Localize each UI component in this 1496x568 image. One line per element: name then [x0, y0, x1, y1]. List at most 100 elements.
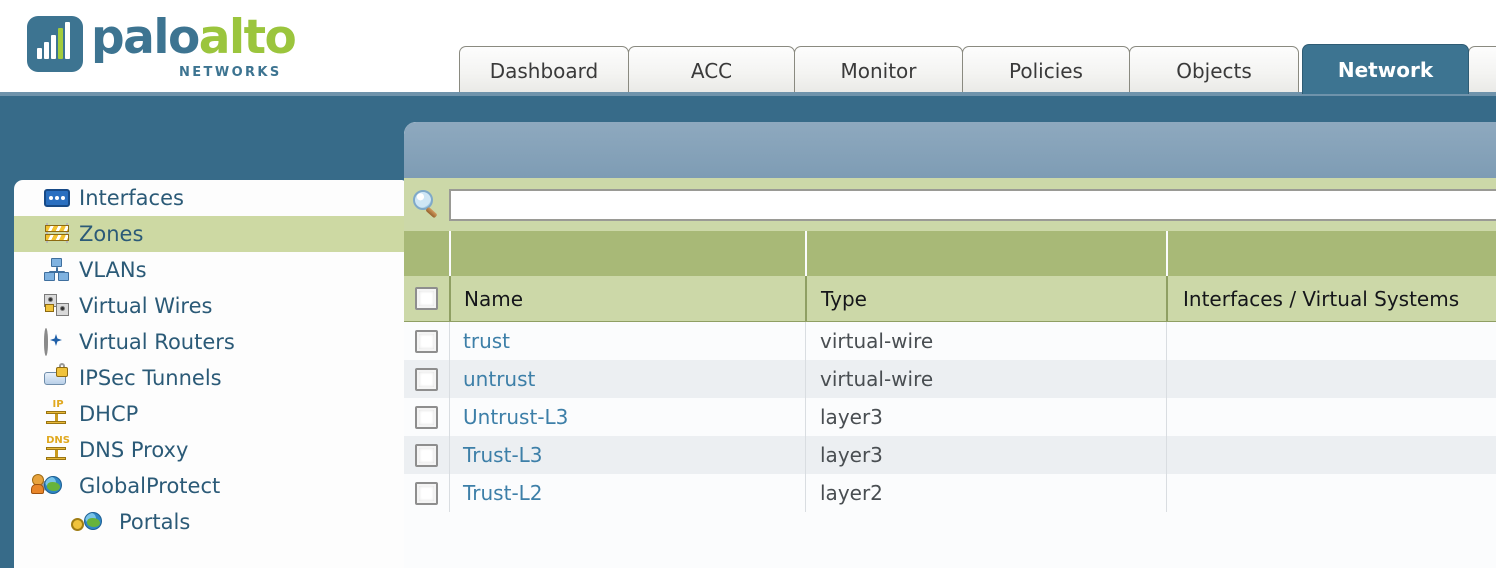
paloalto-networks-logo: paloalto NETWORKS [27, 8, 317, 84]
dhcp-icon: IP [44, 399, 70, 426]
column-header-type[interactable]: Type [805, 276, 1166, 321]
row-name-cell[interactable]: Trust-L3 [449, 436, 805, 474]
sidebar-item-label: Interfaces [79, 186, 184, 210]
row-name-cell[interactable]: Untrust-L3 [449, 398, 805, 436]
zones-table: Name Type Interfaces / Virtual Systems t… [404, 231, 1496, 568]
search-icon[interactable] [413, 189, 443, 220]
row-interfaces-cell [1166, 322, 1496, 360]
group-name-cell [449, 231, 805, 276]
search-bar [404, 178, 1496, 231]
zone-name-link[interactable]: untrust [463, 367, 536, 391]
row-type-cell: layer3 [805, 398, 1166, 436]
interfaces-icon [44, 186, 70, 210]
zone-name-link[interactable]: trust [463, 329, 511, 353]
globalprotect-icon [31, 474, 70, 498]
portals-icon [71, 510, 110, 534]
row-type-cell: virtual-wire [805, 360, 1166, 398]
row-name-cell[interactable]: untrust [449, 360, 805, 398]
table-row[interactable]: untrust virtual-wire [404, 360, 1496, 398]
sidebar-item-portals[interactable]: Portals [14, 504, 405, 540]
tab-network[interactable]: Network [1302, 44, 1469, 94]
row-interfaces-cell [1166, 360, 1496, 398]
logo-word-accent: alto [198, 10, 297, 65]
sidebar-item-label: Virtual Wires [79, 294, 213, 318]
table-row[interactable]: Trust-L3 layer3 [404, 436, 1496, 474]
sidebar-item-globalprotect[interactable]: GlobalProtect [14, 468, 405, 504]
tab-dashboard[interactable]: Dashboard [459, 46, 629, 94]
virtual-wires-icon [44, 294, 70, 318]
content-header-bar [404, 122, 1496, 178]
dns-proxy-icon: DNS [44, 435, 70, 462]
logo-mark-icon [27, 16, 83, 72]
vlans-icon [44, 258, 70, 282]
sidebar-item-label: GlobalProtect [79, 474, 221, 498]
row-check-cell[interactable] [404, 367, 449, 391]
logo-subtitle: NETWORKS [179, 65, 282, 80]
network-sidebar: Interfaces Zones VLANs Virtual Wires Vir [14, 180, 405, 568]
tab-overflow-partial[interactable] [1468, 46, 1496, 94]
row-check-cell[interactable] [404, 443, 449, 467]
app-shell: Interfaces Zones VLANs Virtual Wires Vir [0, 96, 1496, 568]
group-type-cell [805, 231, 1166, 276]
top-bar: paloalto NETWORKS Dashboard ACC Monitor … [0, 0, 1496, 96]
sidebar-item-label: IPSec Tunnels [79, 366, 222, 390]
sidebar-item-dhcp[interactable]: IP DHCP [14, 396, 405, 432]
row-checkbox[interactable] [415, 329, 438, 353]
row-checkbox[interactable] [415, 405, 438, 429]
row-check-cell[interactable] [404, 329, 449, 353]
content-panel: Name Type Interfaces / Virtual Systems t… [404, 122, 1496, 568]
sidebar-item-dns-proxy[interactable]: DNS DNS Proxy [14, 432, 405, 468]
tab-objects[interactable]: Objects [1129, 46, 1299, 94]
logo-wordmark: paloalto [91, 10, 297, 65]
sidebar-item-label: DNS Proxy [79, 438, 189, 462]
column-header-name[interactable]: Name [449, 276, 805, 321]
sidebar-item-label: VLANs [79, 258, 147, 282]
row-type-cell: layer2 [805, 474, 1166, 512]
row-type-cell: virtual-wire [805, 322, 1166, 360]
table-row[interactable]: Untrust-L3 layer3 [404, 398, 1496, 436]
row-interfaces-cell [1166, 436, 1496, 474]
sidebar-item-label: Virtual Routers [79, 330, 235, 354]
group-check-cell [404, 231, 449, 276]
row-check-cell[interactable] [404, 405, 449, 429]
dhcp-icon-tag: IP [52, 399, 64, 410]
select-all-checkbox[interactable] [415, 287, 438, 310]
row-checkbox[interactable] [415, 443, 438, 467]
zones-icon [44, 222, 70, 246]
sidebar-item-label: DHCP [79, 402, 139, 426]
column-header-interfaces[interactable]: Interfaces / Virtual Systems [1166, 276, 1496, 321]
table-row[interactable]: trust virtual-wire [404, 322, 1496, 360]
tab-acc[interactable]: ACC [628, 46, 795, 94]
sidebar-item-ipsec-tunnels[interactable]: IPSec Tunnels [14, 360, 405, 396]
search-input[interactable] [449, 188, 1496, 221]
sidebar-item-zones[interactable]: Zones [14, 216, 405, 252]
row-checkbox[interactable] [415, 481, 438, 505]
dns-icon-tag: DNS [46, 435, 70, 446]
row-checkbox[interactable] [415, 367, 438, 391]
zone-name-link[interactable]: Trust-L2 [463, 481, 543, 505]
sidebar-item-label: Portals [119, 510, 191, 534]
tab-policies[interactable]: Policies [962, 46, 1130, 94]
group-ifaces-cell [1166, 231, 1496, 276]
table-row[interactable]: Trust-L2 layer2 [404, 474, 1496, 512]
row-check-cell[interactable] [404, 481, 449, 505]
row-name-cell[interactable]: trust [449, 322, 805, 360]
tab-monitor[interactable]: Monitor [794, 46, 963, 94]
sidebar-item-vlans[interactable]: VLANs [14, 252, 405, 288]
select-all-cell[interactable] [404, 276, 449, 321]
sidebar-item-interfaces[interactable]: Interfaces [14, 180, 405, 216]
virtual-routers-icon [44, 328, 70, 356]
row-name-cell[interactable]: Trust-L2 [449, 474, 805, 512]
sidebar-item-virtual-routers[interactable]: Virtual Routers [14, 324, 405, 360]
logo-word-primary: palo [91, 10, 200, 65]
row-type-cell: layer3 [805, 436, 1166, 474]
sidebar-item-label: Zones [79, 222, 144, 246]
ipsec-tunnels-icon [44, 363, 70, 390]
zone-name-link[interactable]: Untrust-L3 [463, 405, 569, 429]
sidebar-item-virtual-wires[interactable]: Virtual Wires [14, 288, 405, 324]
table-header-row: Name Type Interfaces / Virtual Systems [404, 276, 1496, 322]
row-interfaces-cell [1166, 398, 1496, 436]
row-interfaces-cell [1166, 474, 1496, 512]
table-group-header-row [404, 231, 1496, 276]
zone-name-link[interactable]: Trust-L3 [463, 443, 543, 467]
